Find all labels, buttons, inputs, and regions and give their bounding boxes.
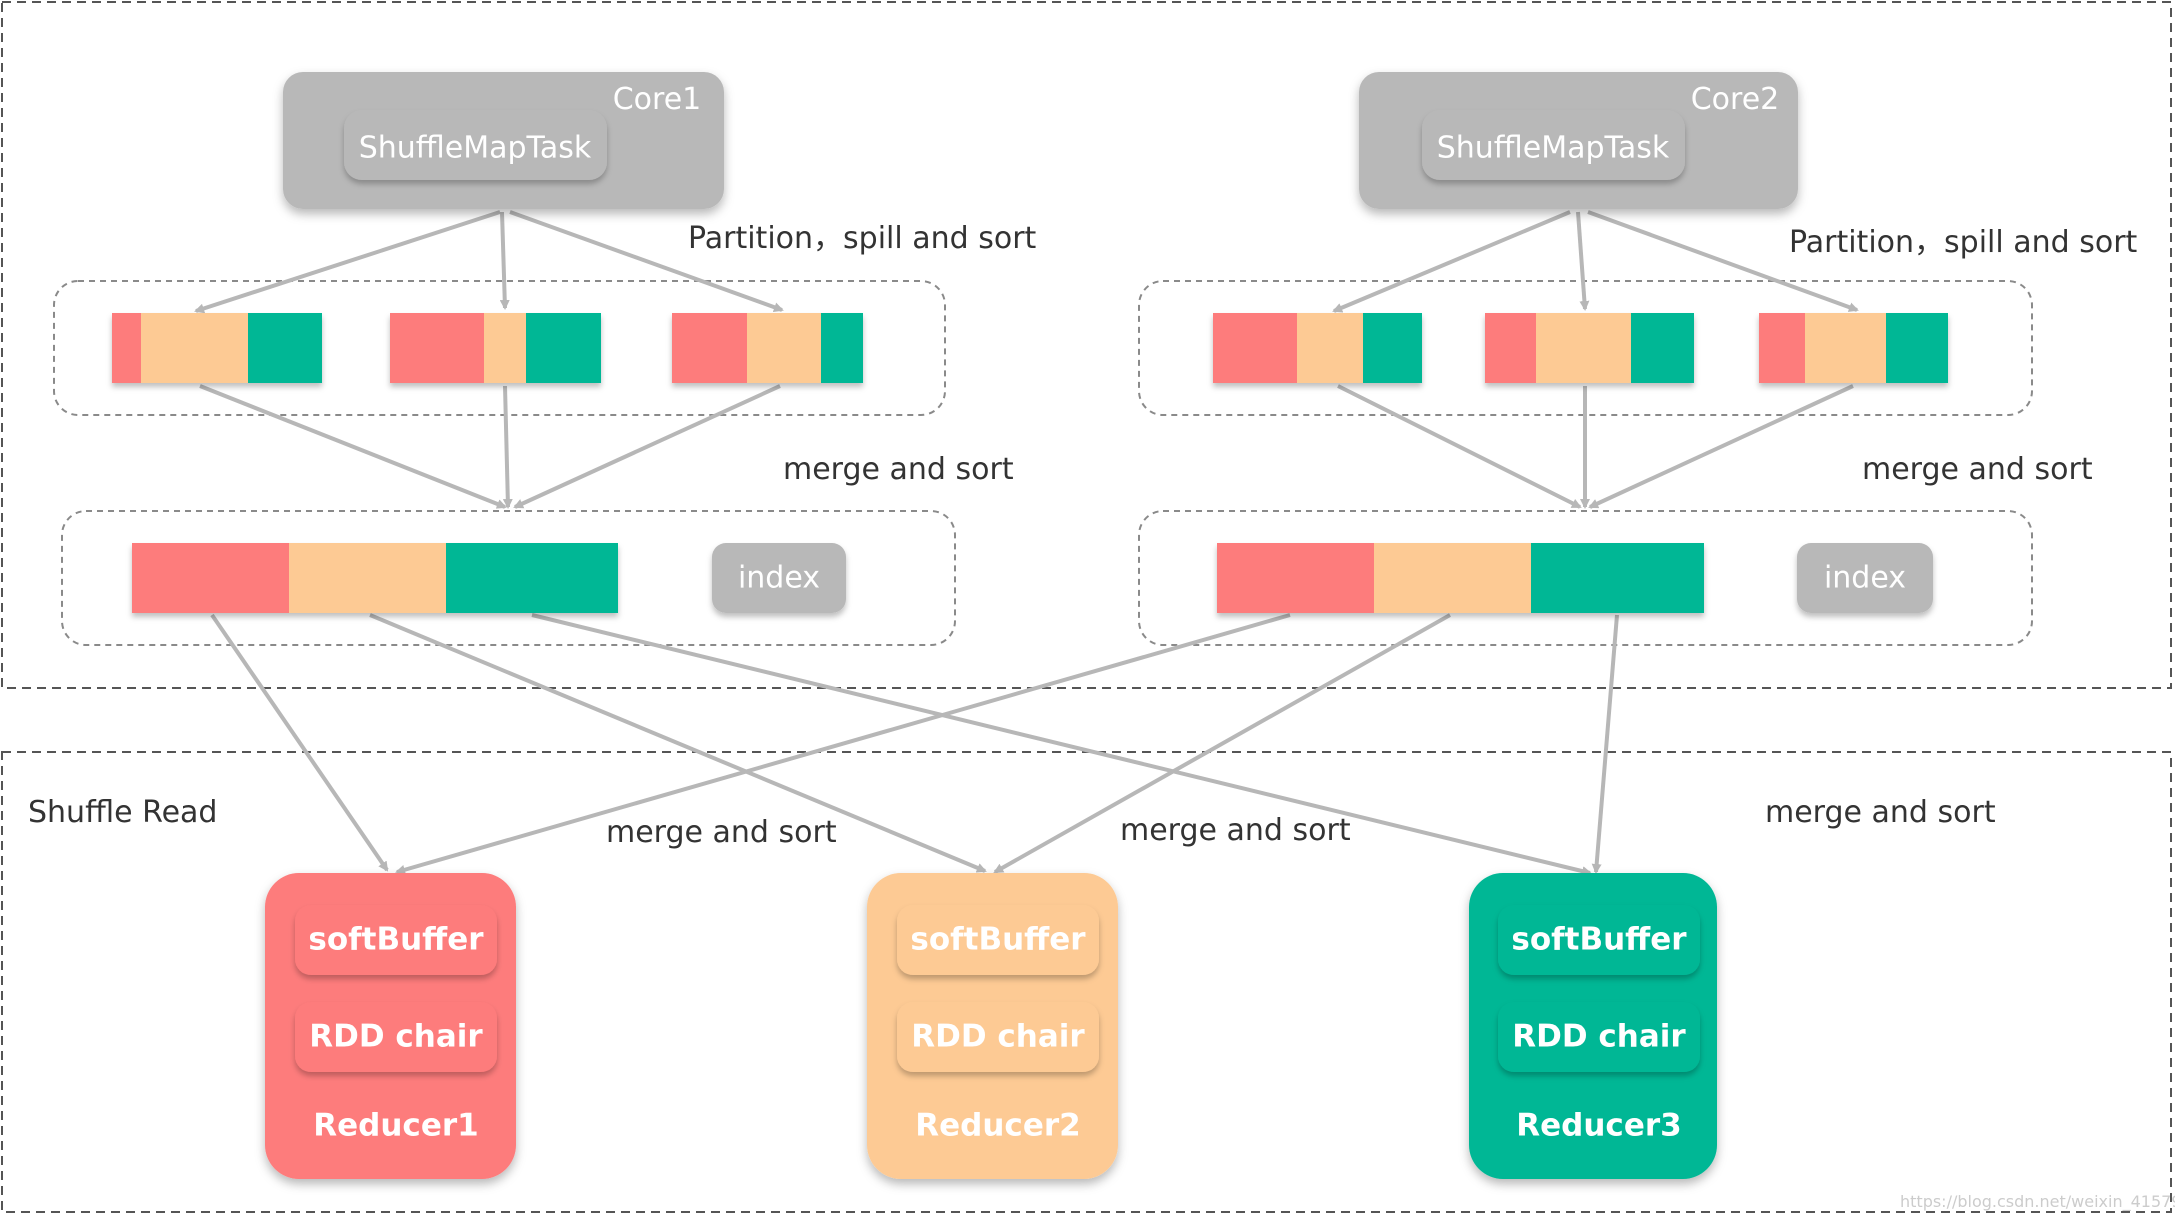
spill-file-core1-1 [112, 313, 322, 383]
reducer3-buffer-box [1498, 905, 1700, 975]
index-label-core2: index [1824, 561, 1906, 596]
reducer2-buffer-label: softBuffer [910, 922, 1086, 958]
core2-task-box [1422, 110, 1685, 180]
reducer2-rdd-box [897, 1002, 1099, 1072]
arrow-core2-to-reducer3 [1591, 614, 1619, 874]
index-box-core2 [1797, 543, 1933, 613]
core2-step-label: Partition，spill and sort [1789, 225, 2138, 260]
arrow-core2-spill2 [1576, 211, 1590, 311]
arrow-core2-to-reducer1 [395, 613, 1291, 875]
reducer2-rdd-label: RDD chair [911, 1019, 1085, 1055]
reducer2-buffer-box [897, 905, 1099, 975]
arrow-core1-to-reducer3 [531, 613, 1592, 876]
spill-file-core1-2 [390, 313, 601, 383]
reducer3-buffer-label: softBuffer [1511, 922, 1687, 958]
core2-label: Core2 [1691, 82, 1780, 117]
arrow-core2-to-reducer2 [993, 613, 1451, 874]
arrow-core1-to-reducer2 [369, 613, 987, 873]
watermark-text: https://blog.csdn.net/weixin_4157943 [1900, 1192, 2175, 1212]
merged-group-box-core2 [1138, 510, 2033, 646]
arrow-merge-core1-b [502, 385, 513, 509]
merged-file-core1 [132, 543, 618, 613]
shuffle-write-section [1, 1, 2172, 689]
index-label-core1: index [738, 561, 820, 596]
shuffle-read-title: Shuffle Read [28, 795, 217, 830]
core2-merge-label: merge and sort [1862, 452, 2093, 487]
reducer1-buffer-label: softBuffer [308, 922, 484, 958]
reducer1-buffer-box [295, 905, 497, 975]
arrow-merge-core2-a [1337, 384, 1582, 509]
merged-group-box-core1 [61, 510, 956, 646]
arrow-merge-core1-a [199, 384, 507, 509]
core2-task-label: ShuffleMapTask [1437, 131, 1670, 166]
read-merge-label-2: merge and sort [1120, 813, 1351, 848]
spill-group-box-core2 [1138, 280, 2033, 416]
spill-file-core2-3 [1759, 313, 1948, 383]
reducer3-name: Reducer3 [1516, 1108, 1681, 1144]
arrow-core1-spill3 [509, 210, 784, 312]
read-merge-label-3: merge and sort [1765, 795, 1996, 830]
core1-label: Core1 [613, 82, 702, 117]
reducer2-name: Reducer2 [915, 1108, 1080, 1144]
core1-merge-label: merge and sort [783, 452, 1014, 487]
reducer1-rdd-label: RDD chair [309, 1019, 483, 1055]
core1-task-label: ShuffleMapTask [359, 131, 592, 166]
arrow-core1-spill1 [194, 210, 501, 314]
spill-file-core1-3 [672, 313, 863, 383]
reducer1-name: Reducer1 [313, 1108, 478, 1144]
spill-file-core2-2 [1485, 313, 1694, 383]
core1-step-label: Partition，spill and sort [688, 221, 1037, 256]
reducer3-rdd-box [1498, 1002, 1700, 1072]
arrow-core1-spill2 [499, 211, 510, 310]
core1-task-box [344, 110, 607, 180]
reducer1-rdd-box [295, 1002, 497, 1072]
arrow-core2-spill3 [1587, 210, 1859, 312]
index-box-core1 [712, 543, 846, 613]
arrow-merge-core1-c [513, 384, 781, 509]
read-merge-label-1: merge and sort [606, 815, 837, 850]
merged-file-core2 [1217, 543, 1704, 613]
reducer3-rdd-label: RDD chair [1512, 1019, 1686, 1055]
arrow-merge-core2-c [1588, 384, 1854, 509]
arrow-core2-spill1 [1332, 210, 1571, 313]
spill-file-core2-1 [1213, 313, 1422, 383]
spill-group-box-core1 [53, 280, 946, 416]
arrow-core1-to-reducer1 [210, 613, 389, 872]
